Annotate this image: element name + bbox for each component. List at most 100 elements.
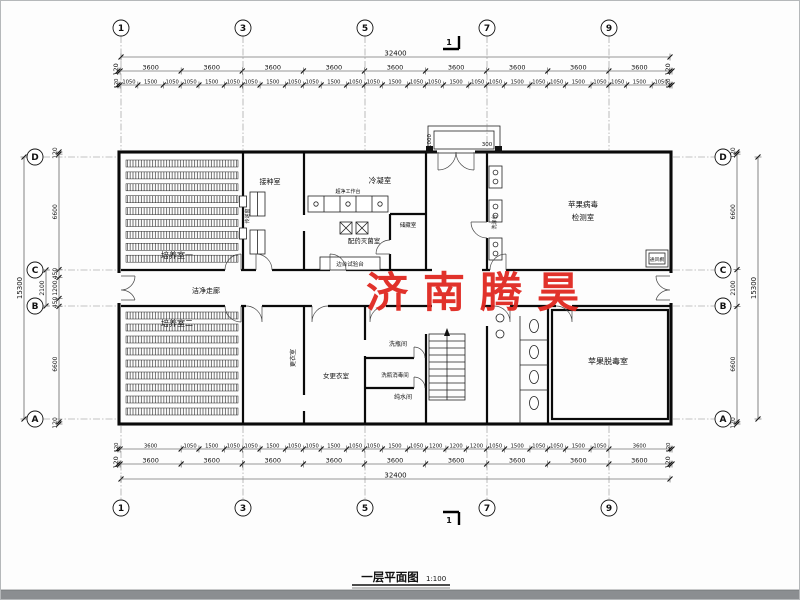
- axis-bubble: [112, 19, 130, 37]
- drawing-title: 一层平面图: [361, 570, 419, 584]
- room-label: 储藏室: [400, 221, 417, 229]
- room-label: 配药灭菌室: [348, 236, 381, 245]
- building-walls: [113, 146, 677, 426]
- dim-label: 1500: [633, 80, 646, 86]
- dim-label: 1050: [122, 80, 135, 86]
- room-label: 接种室: [260, 177, 281, 186]
- room-label: 超净工作台: [335, 188, 360, 195]
- dim-label: 1050: [349, 80, 362, 86]
- dim-label: 1050: [410, 444, 423, 450]
- dim-label: 120: [666, 79, 672, 89]
- dim-label: 1500: [572, 80, 585, 86]
- dim-label: 3600: [570, 457, 587, 465]
- culture-rack: [125, 359, 239, 368]
- axis-label: C: [720, 266, 727, 276]
- culture-rack: [125, 323, 239, 332]
- culture-rack: [125, 243, 239, 251]
- dim-label: 120: [52, 417, 59, 429]
- dim-label: 1050: [288, 444, 301, 450]
- dim-label: 450: [52, 297, 59, 309]
- room-label: 传递窗: [244, 208, 251, 223]
- detox-room-inner-wall: [550, 308, 670, 421]
- dim-label: 1050: [654, 80, 667, 86]
- dim-label: 1500: [572, 444, 585, 450]
- room-label: 洗瓶间: [389, 340, 407, 348]
- axis-bubble: [714, 297, 732, 315]
- fixtures: [239, 125, 669, 424]
- axis-bubble: [478, 19, 496, 37]
- dim-label: 1500: [205, 444, 218, 450]
- door-swings: [120, 151, 671, 389]
- section-marks: 1 1: [443, 36, 461, 525]
- dim-label: 1500: [388, 444, 401, 450]
- culture-rack: [125, 254, 239, 263]
- axis-bubble: [356, 19, 374, 37]
- dim-label: 2100: [39, 280, 46, 295]
- dim-label: 6600: [52, 356, 59, 371]
- room-label: 边台试验台: [336, 260, 364, 268]
- axis-label: C: [32, 266, 39, 276]
- dim-label: 1050: [367, 80, 380, 86]
- section-label-bottom: 1: [446, 516, 452, 525]
- dim-label: 1500: [144, 80, 157, 86]
- axis-bubble: [26, 410, 44, 428]
- bottom-gray-bar: [0, 590, 800, 600]
- room-label: 苹果脱毒室: [588, 356, 628, 366]
- dim-label: 1050: [593, 444, 606, 450]
- dim-label: 3600: [203, 64, 220, 72]
- dim-label: 3600: [633, 444, 646, 450]
- dim-label: 1500: [266, 80, 279, 86]
- room-label: 通风橱: [650, 256, 665, 263]
- dim-label: 120: [112, 456, 120, 468]
- dim-label: 1050: [593, 80, 606, 86]
- dim-label: 1050: [183, 444, 196, 450]
- dim-label: 32400: [384, 472, 406, 480]
- room-label: 苹果病毒: [568, 199, 598, 209]
- room-label: 冷凝室: [369, 175, 392, 185]
- dim-label: 1050: [245, 80, 258, 86]
- dim-label: 120: [52, 147, 59, 159]
- dim-label: 120: [114, 443, 120, 453]
- axis-bubble: [26, 297, 44, 315]
- culture-rack: [125, 407, 239, 416]
- culture-rack: [125, 195, 239, 203]
- axis-bubble: [714, 261, 732, 279]
- dim-label: 1500: [511, 444, 524, 450]
- dim-label: 1500: [450, 80, 463, 86]
- dim-label: 120: [730, 147, 737, 159]
- dim-label: 1050: [166, 80, 179, 86]
- axis-bubble: [26, 261, 44, 279]
- axis-bubble: [234, 19, 252, 37]
- axis-bubble: [714, 148, 732, 166]
- dim-label: 1500: [205, 80, 218, 86]
- dim-label: 3600: [509, 64, 526, 72]
- watermark-text: 济南腾昊: [366, 268, 594, 317]
- dim-label: 6600: [730, 204, 737, 219]
- axis-label: 5: [362, 24, 368, 34]
- axis-bubble: [600, 499, 618, 517]
- dim-label: 1200: [429, 444, 442, 450]
- dim-label: 1050: [471, 80, 484, 86]
- axis-label: A: [32, 415, 39, 425]
- dim-label: 1050: [306, 80, 319, 86]
- dim-label: 3600: [387, 457, 404, 465]
- axis-label: D: [31, 153, 38, 163]
- dim-label: 3600: [203, 457, 220, 465]
- dim-label: 120: [112, 63, 120, 75]
- dim-label: 3600: [631, 64, 648, 72]
- dim-label: 1050: [532, 80, 545, 86]
- toilet-fixtures: [495, 313, 548, 424]
- room-label: 纯水间: [394, 393, 412, 401]
- room-label: 更衣室: [289, 349, 297, 367]
- dim-label: 3600: [142, 64, 159, 72]
- axis-label: B: [32, 302, 39, 312]
- dim-label: 1050: [410, 80, 423, 86]
- dim-label: 1050: [183, 80, 196, 86]
- axis-bubble: [234, 499, 252, 517]
- dim-label: 3600: [509, 457, 526, 465]
- fume-hood: [645, 249, 669, 268]
- dim-label: 1050: [532, 444, 545, 450]
- axis-bubble: [600, 19, 618, 37]
